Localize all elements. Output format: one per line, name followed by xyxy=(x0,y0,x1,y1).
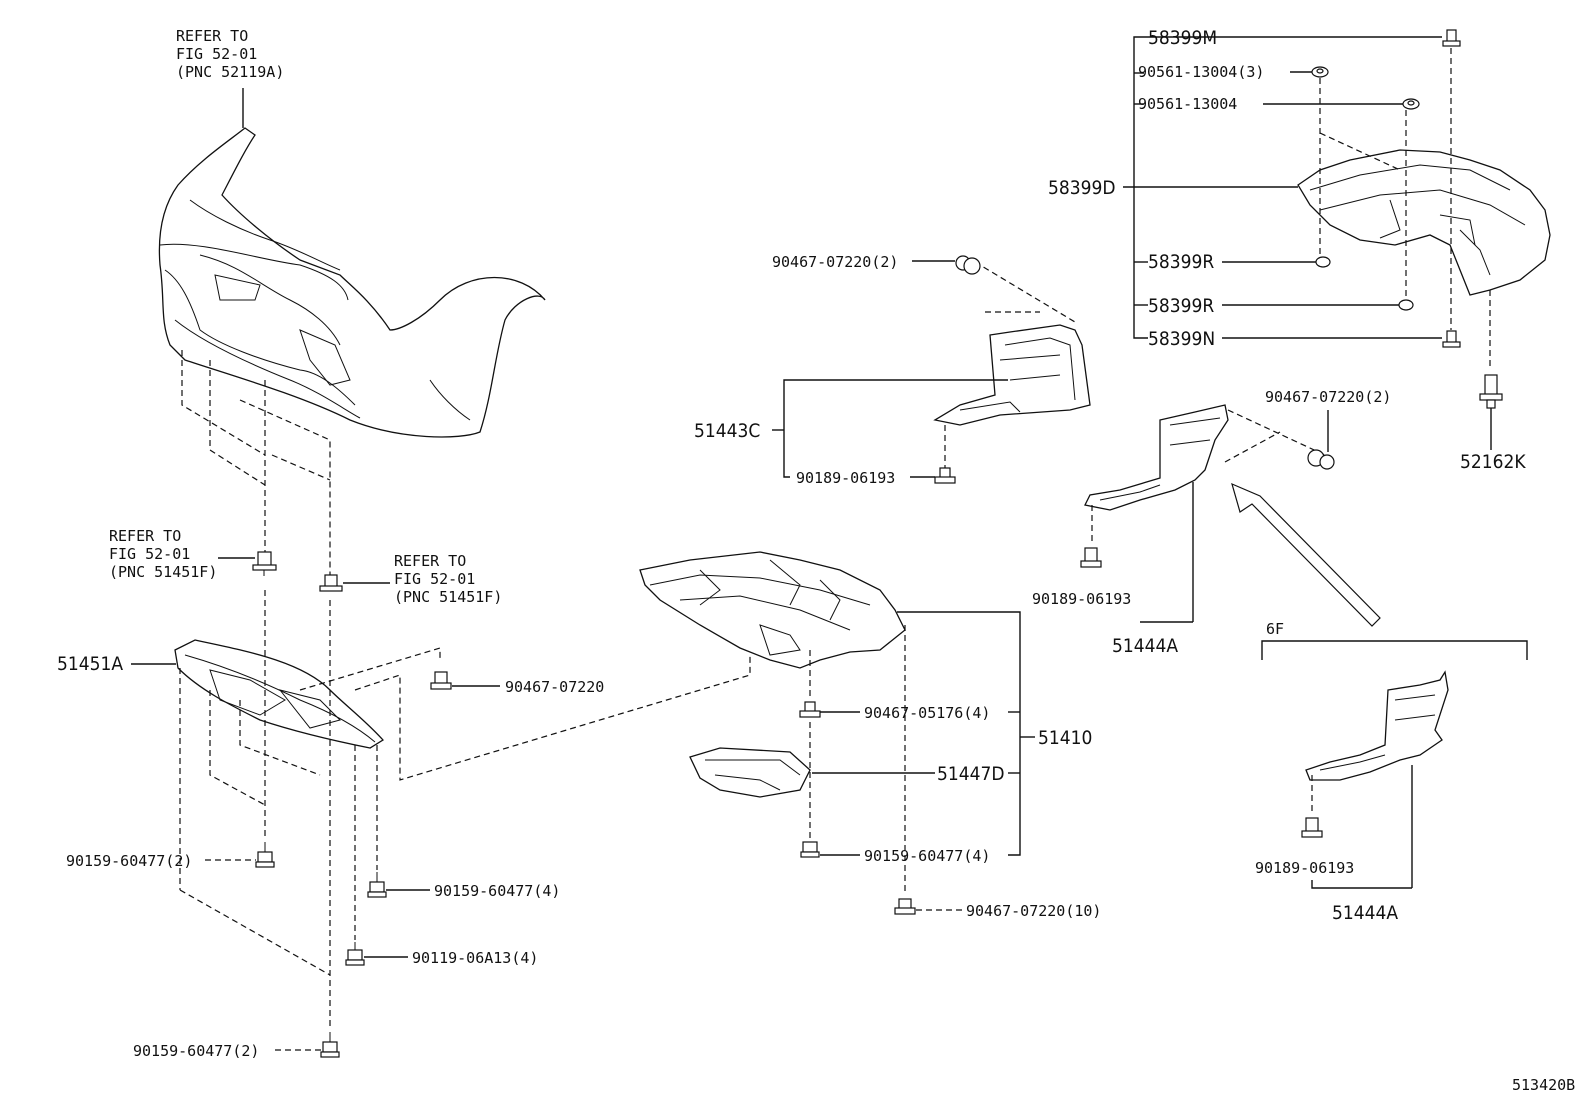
label-90189-06193-c: 90189-06193 xyxy=(1255,859,1354,877)
side-cover-51443C xyxy=(933,324,1091,426)
panel-drop-9 xyxy=(299,647,441,691)
label-58399D: 58399D xyxy=(1048,177,1116,199)
clip-90189-06193-c xyxy=(1301,817,1323,838)
label-90159-60477-2-b: 90159-60477(2) xyxy=(133,1042,259,1060)
label-51444A-a: 51444A xyxy=(1112,635,1178,657)
figure-id: 513420B xyxy=(1512,1076,1575,1094)
label-52162K: 52162K xyxy=(1460,451,1526,473)
clip-58399R-a xyxy=(1315,256,1331,268)
label-90561-13004: 90561-13004 xyxy=(1138,95,1237,113)
label-90467-07220-10: 90467-07220(10) xyxy=(966,902,1101,920)
bumper-connector-1 xyxy=(181,350,266,456)
label-group-6F: 6F xyxy=(1266,620,1284,638)
clip-fastener-right xyxy=(319,574,343,592)
label-90467-07220-2-a: 90467-07220(2) xyxy=(772,253,898,271)
clip-90467-07220 xyxy=(430,671,452,690)
clip-90467-05176 xyxy=(799,701,821,718)
clip-58399N xyxy=(1442,330,1461,348)
under-cover-58399D xyxy=(1297,149,1551,296)
ref-clip-right: REFER TO FIG 52-01 (PNC 51451F) xyxy=(394,552,502,606)
bracket-51443C xyxy=(783,379,1008,478)
front-bumper-cover xyxy=(158,127,546,438)
label-51451A: 51451A xyxy=(57,653,123,675)
ref-clip-right-line3: (PNC 51451F) xyxy=(394,588,502,606)
side-cover-51444A-lower xyxy=(1305,670,1449,781)
ref-bumper-line2: FIG 52-01 xyxy=(176,45,257,63)
engine-under-cover-51410 xyxy=(639,551,906,669)
clip-fastener-left xyxy=(252,551,277,576)
label-58399N: 58399N xyxy=(1148,328,1215,350)
screw-90159-60477-2-b xyxy=(320,1032,340,1058)
screw-90159-60477-4-a xyxy=(800,841,820,858)
sidecover-connector-1 xyxy=(974,261,1076,323)
label-90159-60477-4-b: 90159-60477(4) xyxy=(434,882,560,900)
label-51447D: 51447D xyxy=(937,763,1005,785)
clip-52162K xyxy=(1479,374,1503,409)
clip-90189-06193-b xyxy=(1080,547,1102,568)
clip-90189-06193-a xyxy=(934,467,956,484)
label-90189-06193-b: 90189-06193 xyxy=(1032,590,1131,608)
label-51444A-b: 51444A xyxy=(1332,902,1398,924)
clip-90467-07220-2-a xyxy=(955,255,981,275)
ref-bumper: REFER TO FIG 52-01 (PNC 52119A) xyxy=(176,27,284,81)
label-90159-60477-2-a: 90159-60477(2) xyxy=(66,852,192,870)
label-90189-06193-a: 90189-06193 xyxy=(796,469,895,487)
bumper-connector-4 xyxy=(239,399,331,580)
bracket-51410 xyxy=(897,611,1021,856)
screw-90159-60477-2-a xyxy=(255,842,275,868)
label-90119-06A13-4: 90119-06A13(4) xyxy=(412,949,538,967)
panel-drop-10 xyxy=(354,655,751,781)
ref-clip-right-line2: FIG 52-01 xyxy=(394,570,475,588)
lower-cover-panel-51451A xyxy=(174,639,385,749)
label-51443C: 51443C xyxy=(694,420,760,442)
label-90467-05176-4: 90467-05176(4) xyxy=(864,704,990,722)
label-58399M: 58399M xyxy=(1148,27,1217,49)
side-upper-connector-2 xyxy=(1224,431,1281,463)
side-cover-51444A-upper xyxy=(1084,404,1229,511)
screw-90159-60477-4-b xyxy=(367,872,387,898)
group-6F-bracket xyxy=(1261,640,1528,660)
panel-drop-3 xyxy=(209,690,266,806)
bumper-connector-2 xyxy=(209,360,266,486)
ref-clip-left-line2: FIG 52-01 xyxy=(109,545,190,563)
clip-58399R-b xyxy=(1398,299,1414,311)
ref-clip-left: REFER TO FIG 52-01 (PNC 51451F) xyxy=(109,527,217,581)
label-58399R-b: 58399R xyxy=(1148,295,1214,317)
ref-clip-left-line3: (PNC 51451F) xyxy=(109,563,217,581)
splash-shield-51447D xyxy=(689,747,811,798)
ref-clip-right-line1: REFER TO xyxy=(394,552,466,570)
label-90561-13004-3: 90561-13004(3) xyxy=(1138,63,1264,81)
bracket-51444A-b xyxy=(1311,880,1412,889)
label-51410: 51410 xyxy=(1038,727,1092,749)
clip-90467-07220-10 xyxy=(894,898,916,915)
ref-bumper-line3: (PNC 52119A) xyxy=(176,63,284,81)
label-90467-07220-2-b: 90467-07220(2) xyxy=(1265,388,1391,406)
clip-90467-07220-2-b xyxy=(1307,449,1335,470)
panel-drop-2 xyxy=(179,889,331,976)
direction-arrow xyxy=(1231,482,1381,627)
ref-bumper-line1: REFER TO xyxy=(176,27,248,45)
nut-90561-13004 xyxy=(1402,98,1420,110)
label-90467-07220: 90467-07220 xyxy=(505,678,604,696)
clip-58399M xyxy=(1442,29,1461,47)
nut-90561-13004-3 xyxy=(1311,66,1329,78)
tr-drop-4 xyxy=(1319,132,1401,171)
label-90159-60477-4-a: 90159-60477(4) xyxy=(864,847,990,865)
ref-clip-left-line1: REFER TO xyxy=(109,527,181,545)
side-upper-connector-1 xyxy=(1227,409,1326,456)
label-58399R-a: 58399R xyxy=(1148,251,1214,273)
screw-90119-06A13-4 xyxy=(345,942,365,966)
bumper-connector-5 xyxy=(271,454,331,481)
panel-drop-4 xyxy=(239,700,321,776)
